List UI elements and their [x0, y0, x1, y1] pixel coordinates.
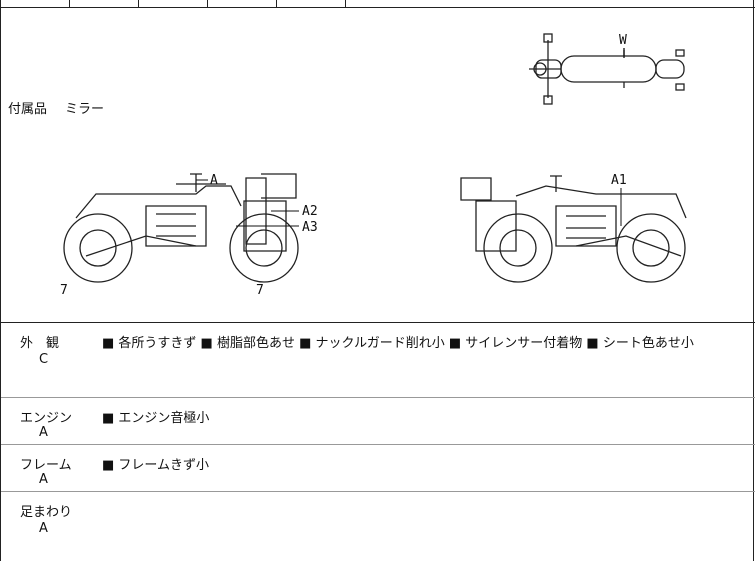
condition-row-exterior: 外 観 C ■ 各所うすきず ■ 樹脂部色あせ ■ ナックルガード削れ小 ■ サ…	[1, 323, 755, 398]
condition-name: 足まわり	[20, 505, 73, 520]
label-a1: A1	[611, 173, 627, 188]
motorcycle-diagram-section: 付属品 ミラー W	[1, 8, 755, 323]
condition-notes: ■ エンジン音極小	[102, 411, 210, 426]
label-7-right: 7	[256, 283, 264, 296]
accessories-line: 付属品 ミラー	[8, 98, 122, 117]
bike-top-view-icon: W	[529, 33, 685, 105]
label-a2: A2	[302, 204, 318, 219]
label-a3: A3	[302, 220, 318, 235]
condition-notes: ■ フレームきず小	[102, 458, 210, 473]
condition-name: フレーム	[20, 458, 72, 473]
condition-row-suspension: 足まわり A	[1, 492, 755, 561]
bike-left-side-icon: A A2 A3 7 7	[60, 173, 318, 296]
accessories-value: ミラー	[65, 102, 105, 117]
label-a: A	[210, 173, 218, 188]
label-w: W	[619, 33, 627, 48]
condition-notes: ■ 各所うすきず ■ 樹脂部色あせ ■ ナックルガード削れ小 ■ サイレンサー付…	[102, 336, 694, 351]
condition-name: 外 観	[20, 336, 60, 351]
condition-row-engine: エンジン A ■ エンジン音極小	[1, 398, 755, 445]
condition-row-frame: フレーム A ■ フレームきず小	[1, 445, 755, 492]
accessories-label: 付属品	[8, 102, 48, 117]
condition-grade: A	[39, 472, 48, 487]
top-table-edge	[1, 0, 755, 8]
bike-right-side-icon: A1	[460, 173, 687, 283]
condition-grade: C	[39, 352, 49, 367]
condition-name: エンジン	[20, 411, 73, 426]
condition-grade: A	[39, 425, 48, 440]
condition-grade: A	[39, 521, 48, 536]
label-7-left: 7	[60, 283, 68, 296]
